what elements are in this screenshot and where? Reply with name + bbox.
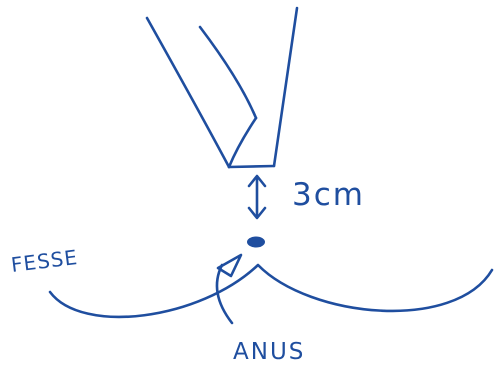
anus-dot xyxy=(247,236,265,248)
anus-pointer-head xyxy=(216,253,243,278)
distance-label: 3cm xyxy=(292,177,365,213)
buttocks-outline xyxy=(48,263,494,319)
anus-label: ANUS xyxy=(233,339,305,365)
fesse-label: FESSE xyxy=(10,245,80,277)
v-strap-inner-line xyxy=(198,25,258,120)
v-strap-bottom-edge xyxy=(227,164,276,169)
anus-pointer xyxy=(215,253,243,325)
v-strap-left-outer-line xyxy=(145,16,231,169)
distance-arrow-top-head xyxy=(247,174,267,188)
distance-arrow-bottom-head xyxy=(247,206,267,220)
v-strap xyxy=(145,6,299,169)
v-strap-right-outer-line xyxy=(272,6,299,168)
anus-pointer-line xyxy=(215,263,234,325)
distance-arrow xyxy=(247,174,267,220)
v-strap-fold-line xyxy=(227,116,258,169)
